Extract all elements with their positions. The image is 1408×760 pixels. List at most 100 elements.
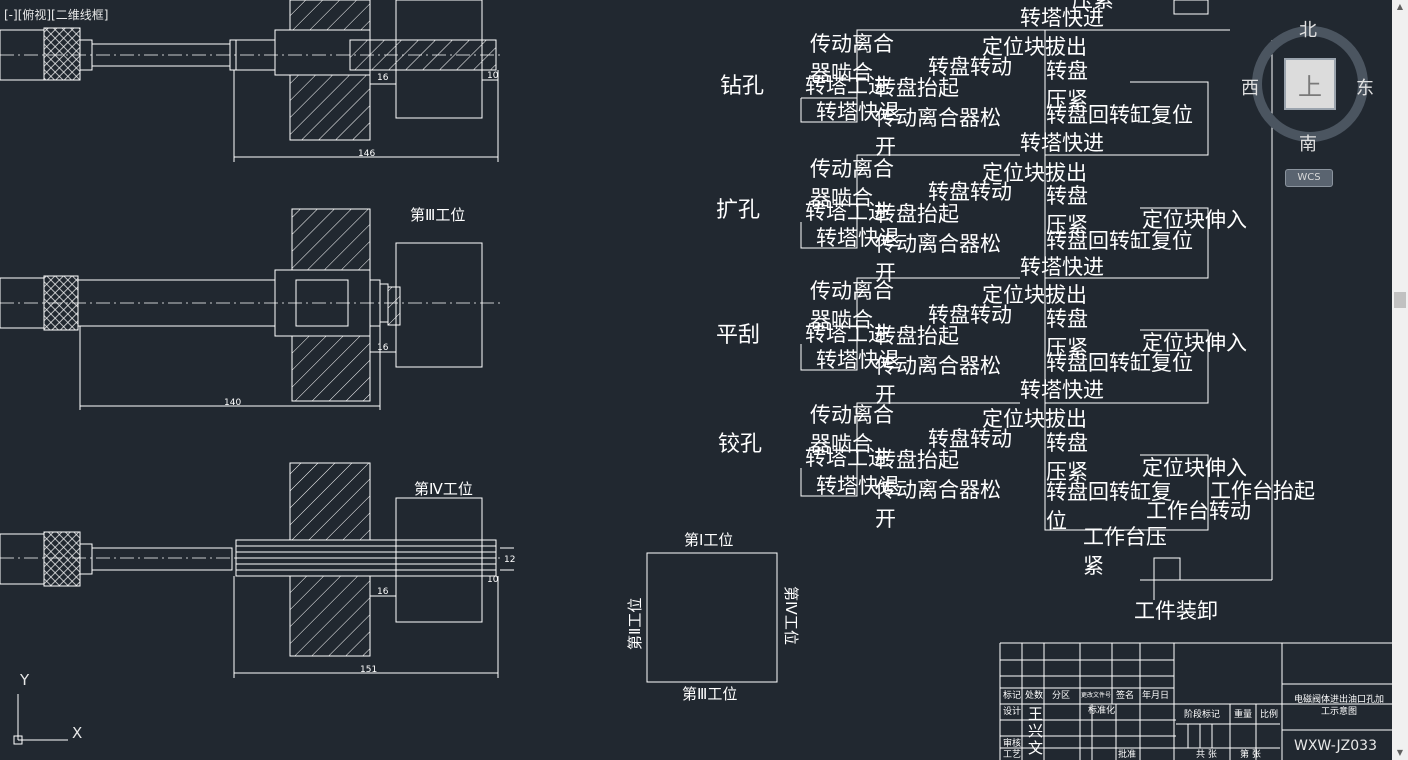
sequence-lines <box>800 29 1273 600</box>
dim-length-1: 146 <box>358 149 376 159</box>
ucs-icon <box>13 694 68 745</box>
dim-length-3: 151 <box>360 665 378 675</box>
tool-station-3 <box>0 462 514 678</box>
step-clutch-release-3: 传动离合器松开 <box>875 354 1001 407</box>
step-turret-retract-4: 转塔快退 <box>816 474 900 498</box>
step-lift-4: 转盘抬起 <box>875 448 959 472</box>
step-locator-in-3: 定位块伸入 <box>1142 331 1247 355</box>
tool-station-2 <box>0 208 500 410</box>
tb-designer: 王兴文 <box>1028 705 1044 757</box>
vertical-scrollbar[interactable]: ▲ ▼ <box>1392 0 1408 760</box>
viewcube[interactable]: 上 北 南 东 西 <box>1241 20 1374 155</box>
tb-review: 审核 <box>1003 739 1022 749</box>
step-turret-fast-3: 转塔快进 <box>1020 255 1104 279</box>
station-box-bottom-label: 第Ⅲ工位 <box>682 685 738 703</box>
step-locator-out-3: 定位块拔出 <box>982 283 1087 307</box>
step-turret-work-3: 转塔工进 <box>805 322 889 346</box>
title-block-grid <box>999 642 1392 760</box>
tb-weight: 重量 <box>1234 710 1253 720</box>
step-clutch-engage-3: 传动离合器啮合 <box>810 279 894 332</box>
view-controls-label[interactable]: [-][俯视][二维线框] <box>4 8 109 22</box>
step-clutch-release-4: 传动离合器松开 <box>875 478 1001 531</box>
op-reaming: 铰孔 <box>718 432 763 457</box>
op-drilling: 钻孔 <box>720 74 765 99</box>
step-cyl-return-2: 转盘回转缸复位 <box>1046 229 1193 253</box>
tb-title: 电磁阀体进出油口孔加工示意图 <box>1293 695 1384 717</box>
op-scraping: 平刮 <box>716 323 761 348</box>
step-turret-work-4: 转塔工进 <box>805 446 889 470</box>
step-clutch-engage-1: 传动离合器啮合 <box>810 32 894 85</box>
dim-s4: 16 <box>377 343 389 353</box>
step-clutch-release-1: 传动离合器松开 <box>875 106 1001 159</box>
step-rotate-4: 转盘转动 <box>928 427 1012 451</box>
step-clamp-3: 转盘压紧 <box>1046 307 1088 360</box>
station-box-left-label: 第Ⅱ工位 <box>626 597 644 650</box>
compass-west[interactable]: 西 <box>1241 78 1259 99</box>
step-clamp-4: 转盘压紧 <box>1046 431 1088 484</box>
tb-process: 工艺 <box>1003 750 1022 760</box>
tb-zone: 分区 <box>1052 691 1071 701</box>
tb-change-doc: 更改文件号 <box>1081 692 1112 699</box>
step-load-unload: 工件装卸 <box>1134 599 1218 623</box>
step-locator-out-1: 定位块拔出 <box>982 35 1087 59</box>
compass-north[interactable]: 北 <box>1299 20 1317 41</box>
tb-scale: 比例 <box>1260 710 1279 720</box>
step-rotate-1: 转盘转动 <box>928 55 1012 79</box>
step-turret-work-1: 转塔工进 <box>805 74 889 98</box>
tb-design: 设计 <box>1003 707 1022 717</box>
step-locator-out-4: 定位块拔出 <box>982 407 1087 431</box>
step-turret-work-2: 转塔工进 <box>805 200 889 224</box>
scroll-down-arrow-icon[interactable]: ▼ <box>1396 748 1404 757</box>
step-cyl-return-4: 转盘回转缸复位 <box>1046 480 1172 533</box>
step-lift-3: 转盘抬起 <box>875 324 959 348</box>
step-turret-retract-2: 转塔快退 <box>816 226 900 250</box>
step-lift-1: 转盘抬起 <box>875 76 959 100</box>
scroll-thumb[interactable] <box>1394 292 1406 308</box>
viewcube-compass-ring[interactable] <box>1252 26 1368 142</box>
compass-east[interactable]: 东 <box>1356 78 1374 99</box>
tb-mark: 标记 <box>1003 691 1022 701</box>
viewcube-top-face[interactable]: 上 <box>1284 58 1336 110</box>
step-cyl-return-1: 转盘回转缸复位 <box>1046 103 1193 127</box>
step-clamp-2: 转盘压紧 <box>1046 184 1088 237</box>
step-clamp-1: 转盘压紧 <box>1046 59 1088 112</box>
tb-code: WXW-JZ033 <box>1294 738 1377 754</box>
tb-stage: 阶段标记 <box>1184 710 1221 720</box>
step-locator-out-2: 定位块拔出 <box>982 161 1087 185</box>
tb-total: 共 张 <box>1196 750 1217 760</box>
step-bench-clamp: 工作台压紧 <box>1083 525 1167 578</box>
op-expanding: 扩孔 <box>716 198 761 223</box>
step-rotate-2: 转盘转动 <box>928 180 1012 204</box>
dim-s7: 12 <box>504 555 516 565</box>
step-clutch-engage-4: 传动离合器啮合 <box>810 403 894 456</box>
step-turret-retract-1: 转塔快退 <box>816 100 900 124</box>
ucs-y-label: Y <box>20 671 30 689</box>
step-lift-2: 转盘抬起 <box>875 202 959 226</box>
tb-approve: 批准 <box>1118 750 1137 760</box>
station-box-top-label: 第Ⅰ工位 <box>684 531 734 549</box>
step-cyl-return-3: 转盘回转缸复位 <box>1046 351 1193 375</box>
dim-s6: 16 <box>377 587 389 597</box>
scroll-up-arrow-icon[interactable]: ▲ <box>1396 2 1404 11</box>
step-bench-rotate: 工作台转动 <box>1146 499 1251 523</box>
step-clutch-release-2: 传动离合器松开 <box>875 232 1001 285</box>
step-turret-fast-1: 转塔快进 <box>1020 6 1104 30</box>
station-box-right-label: 第Ⅳ工位 <box>782 586 800 645</box>
tb-sign: 签名 <box>1116 691 1135 701</box>
tb-sheet: 第 张 <box>1240 750 1261 760</box>
ucs-x-label: X <box>72 724 83 742</box>
tb-date: 年月日 <box>1142 691 1170 701</box>
step-turret-fast-4: 转塔快进 <box>1020 378 1104 402</box>
dim-length-2: 140 <box>224 398 242 408</box>
dim-s5: 10 <box>487 575 499 585</box>
step-locator-in-4: 定位块伸入 <box>1142 456 1247 480</box>
step-rotate-3: 转盘转动 <box>928 303 1012 327</box>
step-bench-lift: 工作台抬起 <box>1210 479 1315 503</box>
step-turret-fast-2: 转塔快进 <box>1020 131 1104 155</box>
dim-s2: 10 <box>487 71 499 81</box>
compass-south[interactable]: 南 <box>1299 134 1317 155</box>
tool-station-1 <box>0 0 1209 162</box>
wcs-menu-button[interactable]: WCS <box>1285 169 1333 187</box>
